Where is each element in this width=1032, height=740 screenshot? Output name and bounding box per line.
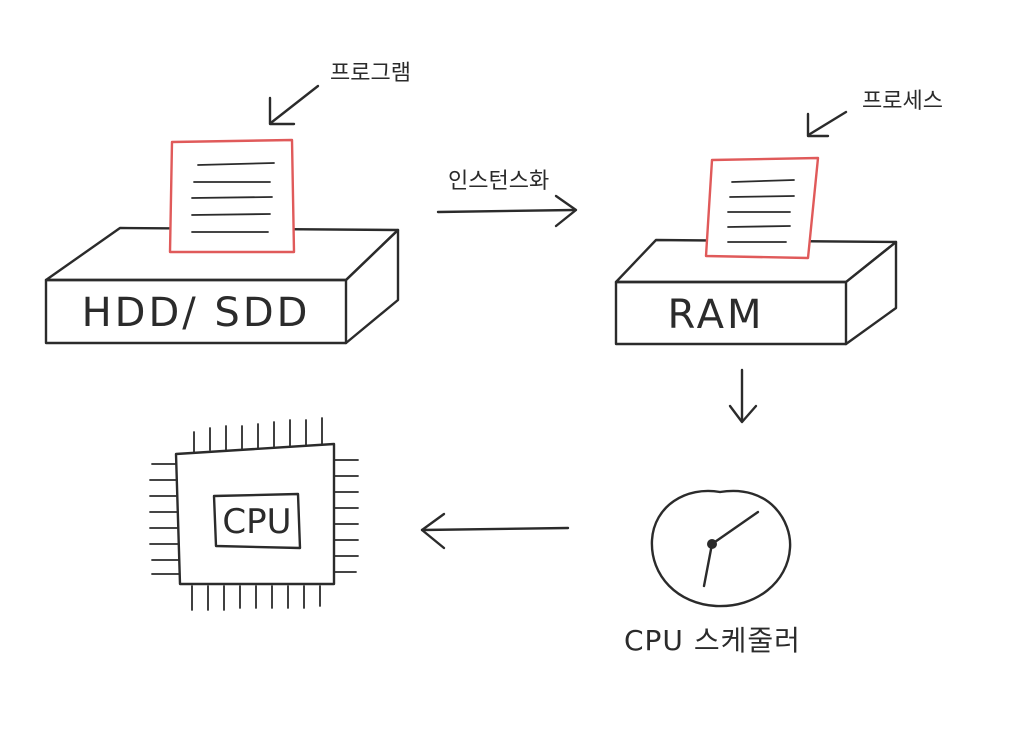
cpu-chip-icon: CPU [149,417,359,611]
instantiation-label: 인스턴스화 [448,169,549,194]
storage-box: HDD/ SDD [44,226,400,345]
down-arrow [728,368,758,424]
instantiation-arrow: 인스턴스화 [436,169,578,228]
storage-label: HDD/ SDD [82,290,311,336]
program-annotation: 프로그램 [268,61,411,126]
scheduler-label: CPU 스케줄러 [624,624,801,657]
process-annotation-label: 프로세스 [862,89,943,114]
program-document [168,138,296,254]
process-annotation: 프로세스 [806,89,943,138]
memory-box: RAM [614,238,898,346]
scheduler-clock-icon [650,489,792,608]
program-annotation-label: 프로그램 [330,61,411,86]
memory-label: RAM [667,292,764,338]
cpu-label-box [212,492,302,550]
annotation-arrow [270,84,320,124]
process-document [704,156,820,260]
cpu-label: CPU [222,502,291,542]
left-arrow [420,512,570,550]
